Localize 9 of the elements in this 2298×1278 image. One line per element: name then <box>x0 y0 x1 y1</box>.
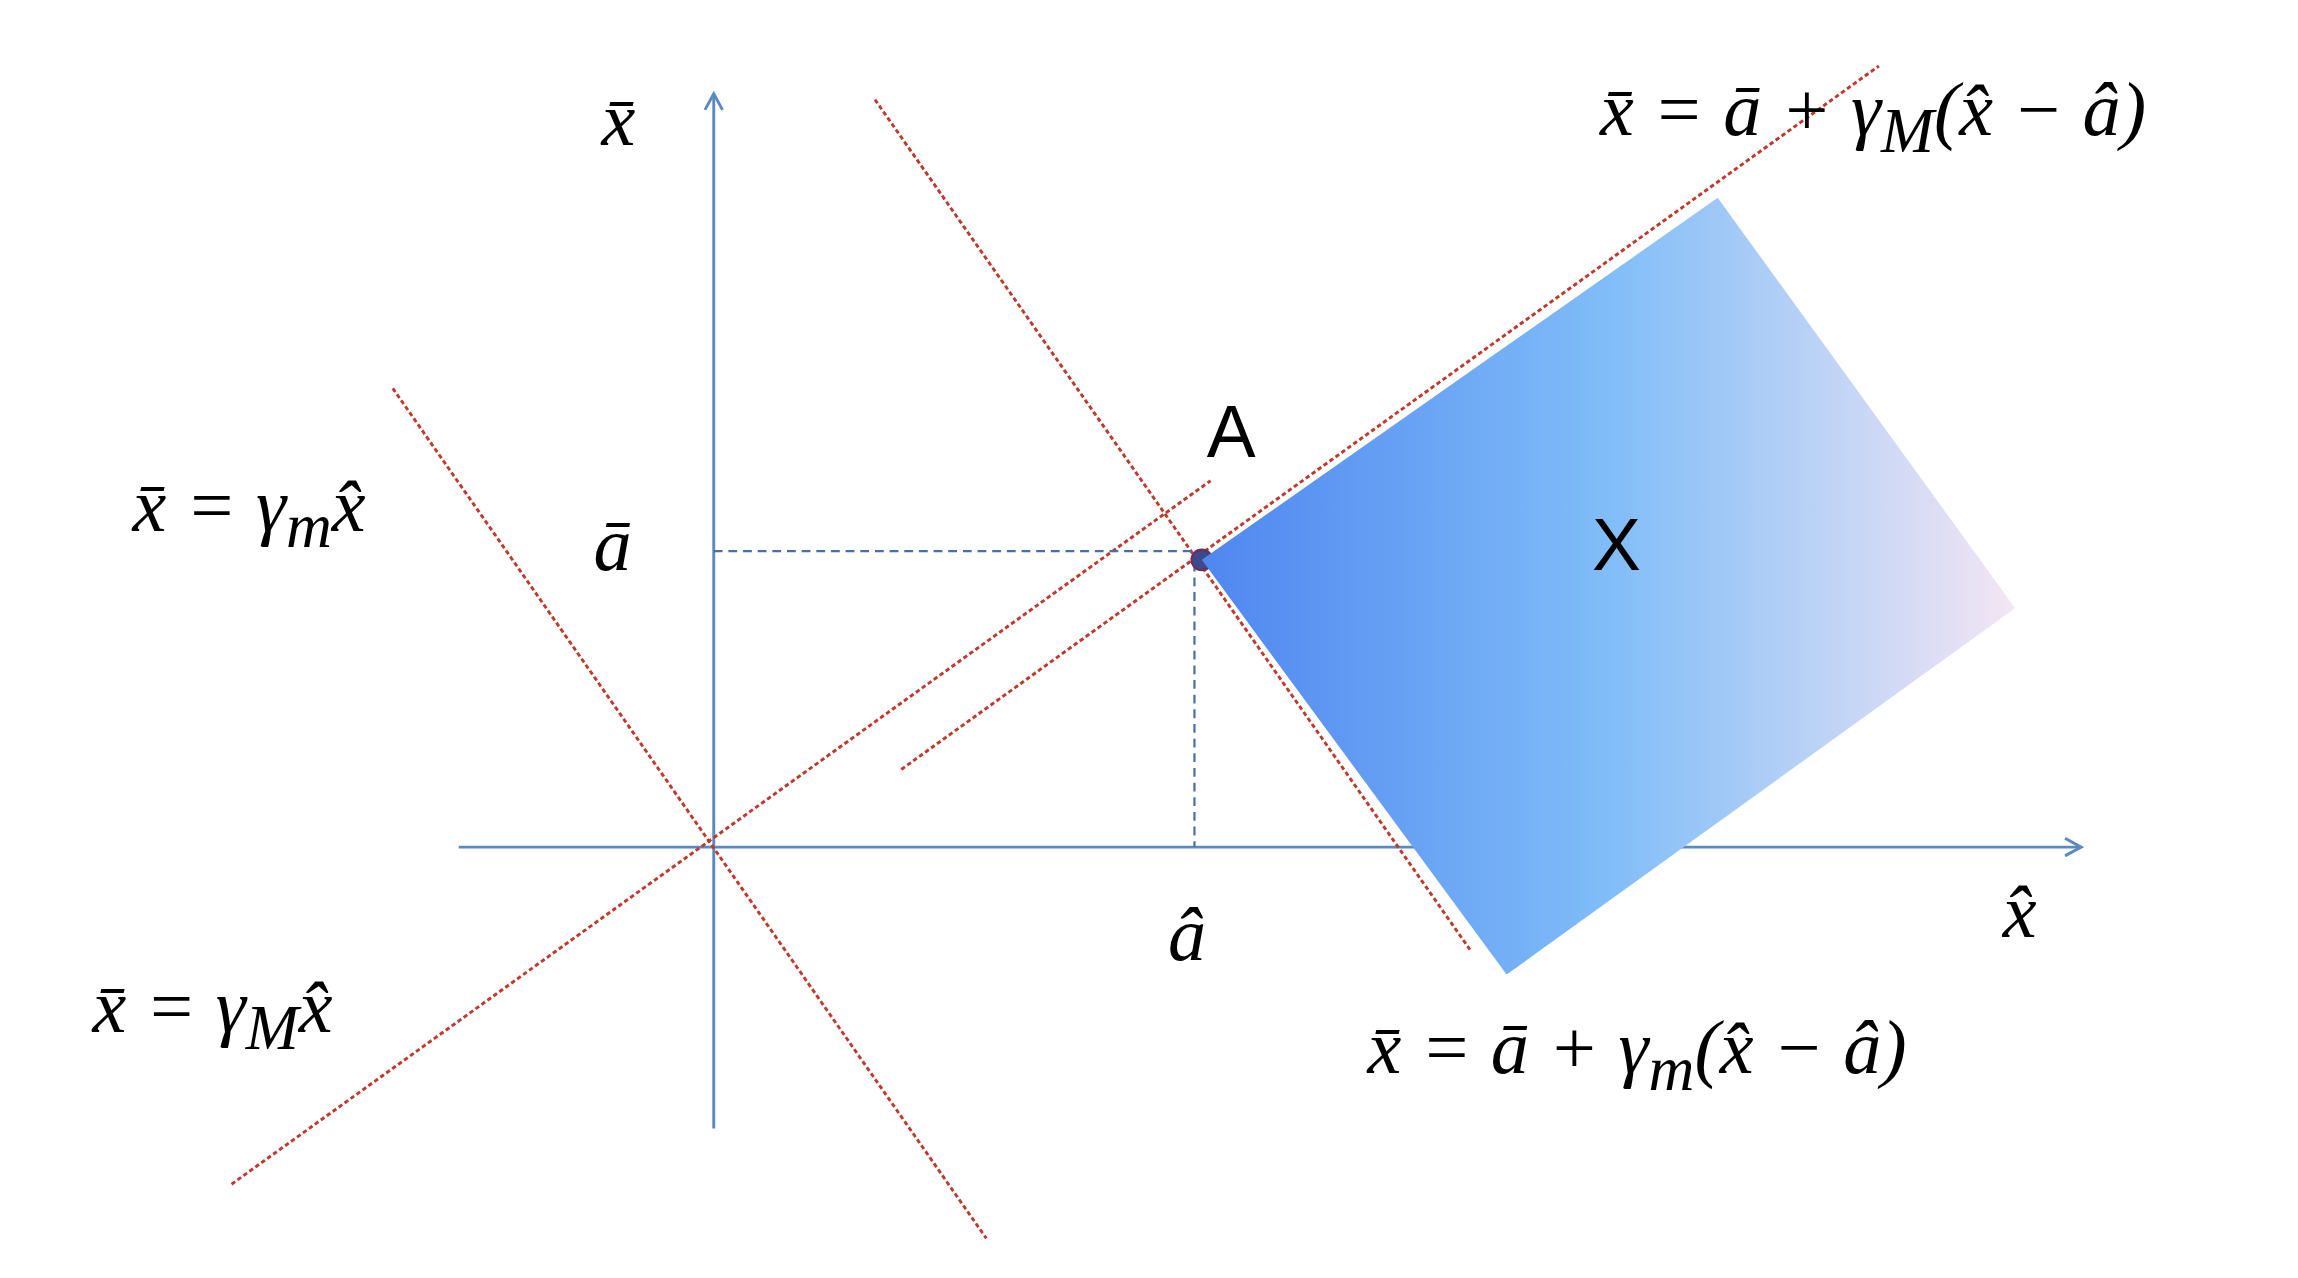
equation: x̄ = γ$_{M}$x̂ <box>92 968 333 1060</box>
region-label: X <box>1592 508 1641 582</box>
axis-value: â <box>1168 896 1207 974</box>
equation: x̄ = γ$_{m}$x̂ <box>132 467 366 559</box>
equation: x̄ = ā + γ$_{m}$(x̂ − â) <box>1367 1010 1907 1101</box>
axis-label: x̄ <box>601 82 636 159</box>
axis-value: ā <box>593 507 632 584</box>
point-label: A <box>1206 395 1256 469</box>
axis-label: x̂ <box>2002 873 2037 950</box>
